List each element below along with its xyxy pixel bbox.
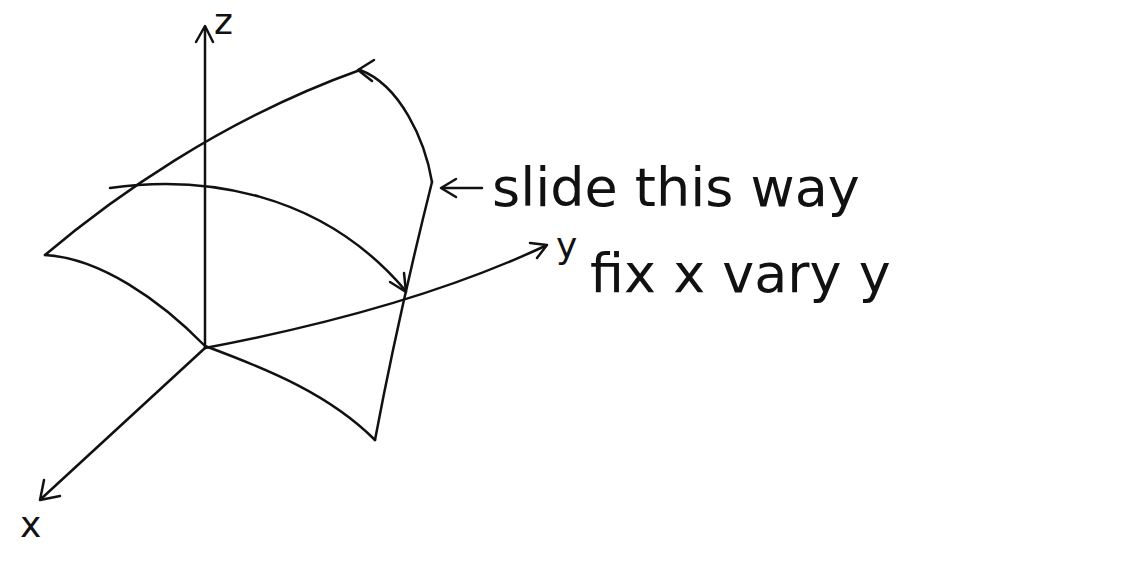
surface-edge [360,70,432,182]
edge-arrowhead [358,60,374,81]
axis-label: y [556,226,577,266]
surface-edge [45,70,360,255]
axis-arrowhead [196,26,213,42]
y-axis [205,246,545,348]
pointer-arrowhead [441,179,456,197]
slice-arrowhead [390,273,406,292]
axis-arrowhead [530,243,547,258]
axis-label: x [20,505,41,545]
slice-curve [110,184,405,290]
annotation-note: slide this way [492,158,860,217]
x-axis [42,348,205,498]
axis-arrowhead [40,480,60,500]
pointer-arrow [442,187,482,190]
axis-label: z [214,2,233,42]
surface-edge [375,182,432,440]
z-axis [204,28,207,348]
annotation-note: fix x vary y [590,244,891,303]
surface-edge [45,255,375,440]
